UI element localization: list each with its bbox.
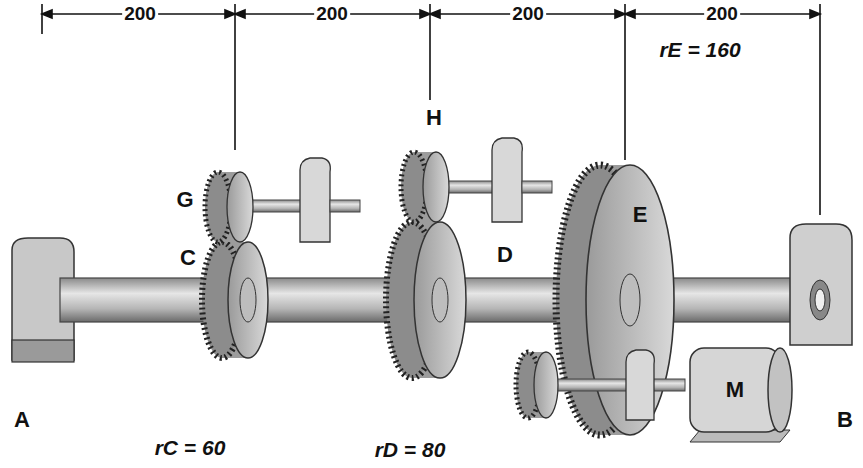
part-label: E: [631, 203, 650, 227]
part-label: D: [495, 243, 515, 267]
gear: [205, 158, 360, 242]
part-label: C: [178, 246, 198, 270]
part-label: A: [12, 408, 32, 432]
radius-label: rE = 160: [657, 38, 742, 61]
dimension-label: 200: [314, 4, 350, 25]
radius-label: rC = 60: [153, 436, 228, 459]
part-label: M: [724, 378, 746, 402]
part-label: B: [835, 408, 855, 432]
gear: [556, 165, 674, 435]
gear: [401, 138, 552, 222]
part-label: H: [424, 106, 444, 130]
dimension-label: 200: [704, 4, 740, 25]
shaft: [60, 278, 820, 322]
dimension-label: 200: [122, 4, 158, 25]
motor: [516, 348, 792, 442]
gear: [386, 222, 466, 378]
bearing: [790, 224, 852, 345]
part-label: G: [174, 188, 195, 212]
dimension-label: 200: [510, 4, 546, 25]
gear: [202, 242, 268, 358]
radius-label: rD = 80: [373, 438, 448, 461]
